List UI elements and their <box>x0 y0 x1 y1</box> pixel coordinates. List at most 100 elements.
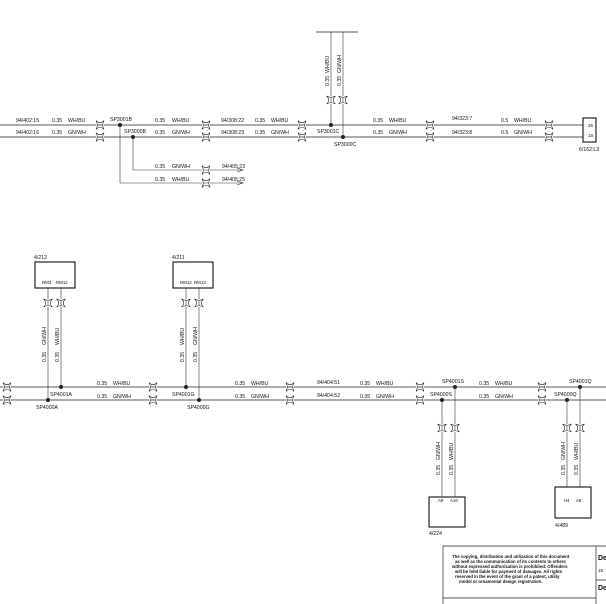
ref-label: 94/402:16 <box>16 130 39 136</box>
splice-label: SP3001B <box>110 117 132 123</box>
wire-color: GN/WH <box>495 394 513 400</box>
title-cell: De <box>598 585 606 592</box>
wire-color: GN/WH <box>376 394 394 400</box>
wire-color: WH/BU <box>251 381 269 387</box>
wire-spec: 0.35 <box>255 130 265 136</box>
wire-spec: 0.35 <box>52 130 62 136</box>
wire-color: WH/BU <box>389 118 407 124</box>
wire-spec: 0.35 <box>155 177 165 183</box>
wire-spec: 0.35 <box>155 164 165 170</box>
splice-label: SP4001A <box>50 392 72 398</box>
wire-color: GN/WH <box>251 394 269 400</box>
pin-label: RM12 <box>56 280 68 285</box>
wire-spec: 0.35 <box>337 76 343 86</box>
title-block: The copying, distribution and utilizatio… <box>442 545 606 604</box>
wire-spec: 0.35 <box>574 465 580 475</box>
ref-label: 94/405:23 <box>222 164 245 170</box>
wire-color: WH/BU <box>172 177 190 183</box>
top-section: 94/402:15 94/402:16 0.35 WH/BU 0.35 GN/W… <box>0 31 599 188</box>
ref-label: 94/308:23 <box>221 130 244 136</box>
box-ref: 4/489 <box>555 523 568 529</box>
legal-notice-line: model or ornamental design registration. <box>459 579 543 584</box>
ref-label: 94/323:8 <box>452 130 472 136</box>
wire-color: GN/WH <box>561 442 567 460</box>
wire-spec: 0.35 <box>55 352 61 362</box>
pin-label: RM12 <box>180 280 192 285</box>
splice-label: SP3001C <box>317 129 339 135</box>
ref-label: 94/308:22 <box>221 118 244 124</box>
pin-label: A9 <box>438 498 444 503</box>
arrow-icon <box>236 180 244 186</box>
pin-label: H4 <box>564 498 570 503</box>
title-cell: 1E <box>598 568 603 573</box>
wire-spec: 0.35 <box>479 394 489 400</box>
box-ref: 4/224 <box>429 531 442 537</box>
pin-label: A10 <box>450 498 458 503</box>
ref-label: 94/402:15 <box>16 118 39 124</box>
legal-notice-line: without expressed authorization is prohi… <box>451 564 568 569</box>
wire-color: WH/BU <box>172 118 190 124</box>
splice-dot <box>184 385 188 389</box>
wire-color: GN/WH <box>68 130 86 136</box>
pin-label: RM13 <box>194 280 206 285</box>
ref-label: 94/323:7 <box>452 116 472 122</box>
wire-color: WH/BU <box>574 442 580 460</box>
ref-label: 94/405:25 <box>222 177 245 183</box>
splice-dot <box>59 385 63 389</box>
wire-color: WH/BU <box>180 327 186 345</box>
box-ref: 4/212 <box>34 255 47 261</box>
splice-label: SP4000Q <box>554 392 577 398</box>
component-box <box>428 496 466 528</box>
wire-color: GN/WH <box>271 130 289 136</box>
component-box <box>172 261 214 289</box>
wire-color: WH/BU <box>271 118 289 124</box>
wire-color: GN/WH <box>172 164 190 170</box>
wire-spec: 0.35 <box>479 381 489 387</box>
splice-label: SP4001Q <box>569 379 592 385</box>
wire-color: GN/WH <box>193 327 199 345</box>
wire-spec: 0.35 <box>155 118 165 124</box>
splice-dot <box>341 135 345 139</box>
connector-box <box>582 117 597 143</box>
legal-notice-line: as well as the communication of its cont… <box>455 559 566 564</box>
splice-label: SP4000A <box>36 405 58 411</box>
legal-notice-line: reserved in the event of the grant of a … <box>455 574 560 579</box>
wire-color: WH/BU <box>449 442 455 460</box>
splice-dot <box>46 398 50 402</box>
wire-spec: 0.35 <box>193 352 199 362</box>
wire-spec: 0.35 <box>436 465 442 475</box>
wire-spec: 0.35 <box>449 465 455 475</box>
wire-color: GN/WH <box>389 130 407 136</box>
component-box <box>34 261 76 289</box>
wire-spec: 0.35 <box>325 76 331 86</box>
pin-label: A8 <box>576 498 582 503</box>
wire-spec: 0.35 <box>97 381 107 387</box>
wire-spec: 0.35 <box>180 352 186 362</box>
splice-label: SP4000S <box>430 392 452 398</box>
wire-color: WH/BU <box>376 381 394 387</box>
wire-spec: 0.35 <box>52 118 62 124</box>
wire-spec: 0.35 <box>255 118 265 124</box>
box-ref: 4/211 <box>172 255 185 261</box>
legal-notice-line: will be held liable for payment of damag… <box>454 569 563 574</box>
splice-label: SP3000B <box>124 129 146 135</box>
arrow-icon <box>236 167 244 173</box>
ref-label: 94/404:51 <box>317 380 340 386</box>
wire-spec: 0.5 <box>501 130 508 136</box>
wire-color: GN/WH <box>42 327 48 345</box>
pin-label: 36 <box>588 123 593 128</box>
wire-spec: 0.35 <box>360 394 370 400</box>
wire-spec: 0.35 <box>235 381 245 387</box>
wire-color: GN/WH <box>337 55 343 73</box>
component-box <box>554 486 592 519</box>
pin-label: RM3 <box>42 280 52 285</box>
splice-label: SP4001G <box>172 392 195 398</box>
wire-color: WH/BU <box>68 118 86 124</box>
wire-color: WH/BU <box>514 118 532 124</box>
splice-label: SP4001S <box>442 379 464 385</box>
wire-color: GN/WH <box>172 130 190 136</box>
splice-dot <box>329 123 333 127</box>
splice-label: SP3000C <box>334 142 356 148</box>
wire-spec: 0.35 <box>155 130 165 136</box>
